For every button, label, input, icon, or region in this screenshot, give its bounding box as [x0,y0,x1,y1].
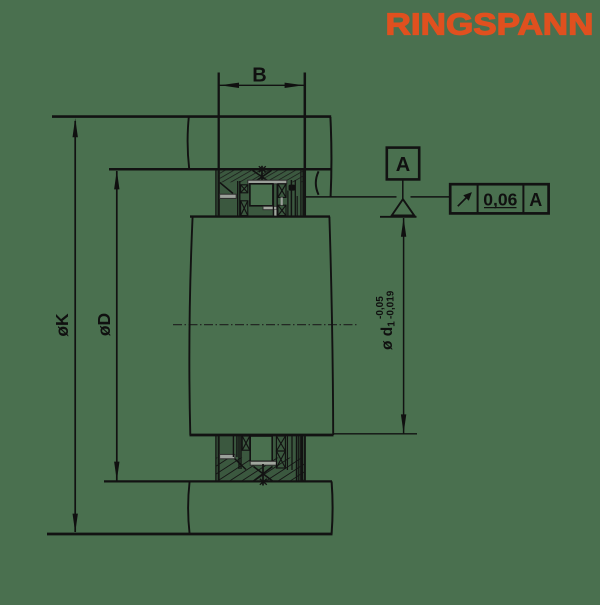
svg-text:øD: øD [94,313,114,336]
svg-text:A: A [396,154,410,176]
svg-text:0,06: 0,06 [483,190,517,210]
svg-text:ø d1: ø d1 [379,321,398,350]
svg-text:A: A [529,190,542,210]
svg-text:-0,05: -0,05 [375,296,386,319]
svg-text:B: B [252,65,266,87]
svg-text:-0,019: -0,019 [386,290,397,319]
svg-text:øK: øK [52,313,72,337]
svg-text:RINGSPANN: RINGSPANN [386,7,594,42]
